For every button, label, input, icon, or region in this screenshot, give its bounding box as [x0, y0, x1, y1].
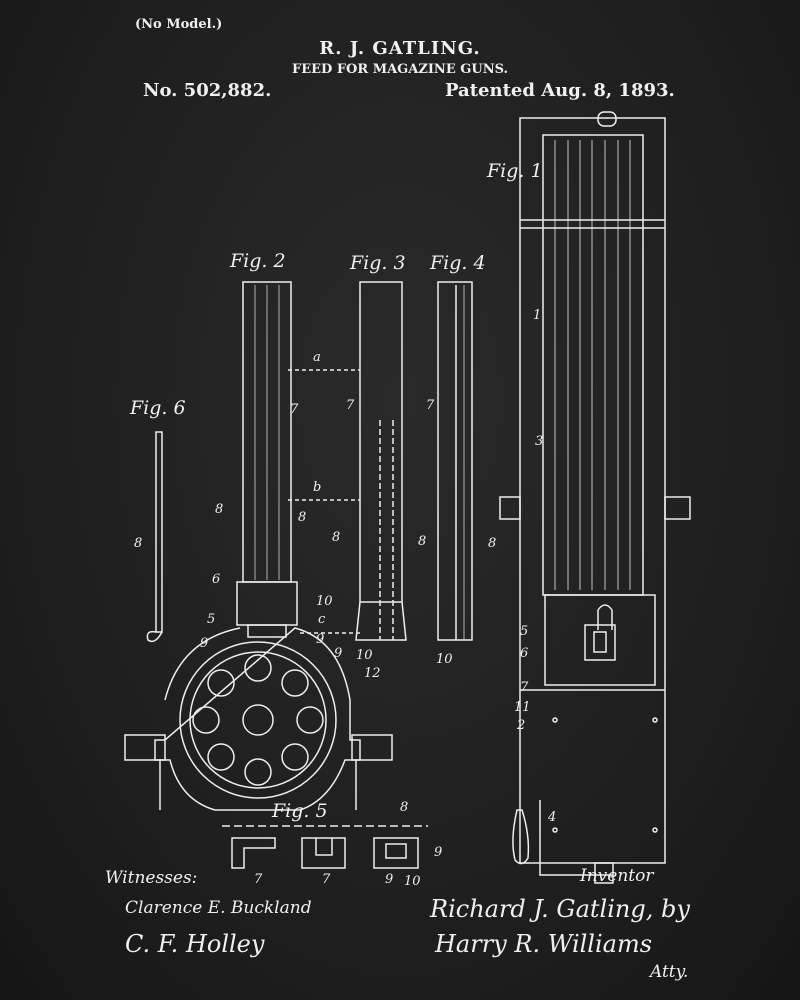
ref-10-fig5: 10 — [404, 874, 421, 889]
fig1-gun-barrel-assembly — [499, 111, 691, 884]
fig5-cross-sections — [222, 825, 428, 869]
ref-6-fig2: 6 — [212, 572, 221, 587]
ref-7-fig5a: 7 — [254, 872, 263, 887]
no-model-note: (No Model.) — [135, 17, 223, 32]
ref-4: 4 — [548, 810, 557, 825]
witnesses-label: Witnesses: — [105, 868, 198, 888]
witness-signature-1: Clarence E. Buckland — [125, 898, 312, 918]
fig5-label: Fig. 5 — [272, 800, 328, 822]
patent-number: No. 502,882. — [143, 80, 272, 101]
ref-7: 7 — [520, 680, 529, 695]
ref-9-fig2: 9 — [200, 636, 209, 651]
patent-title: FEED FOR MAGAZINE GUNS. — [291, 62, 509, 77]
ref-10-fig3: 10 — [356, 648, 373, 663]
ref-11: 11 — [514, 700, 531, 715]
fig1-label: Fig. 1 — [487, 160, 543, 182]
inventor-name-heading: R. J. GATLING. — [319, 38, 481, 59]
fig2-label: Fig. 2 — [230, 250, 286, 272]
inventor-signature: Richard J. Gatling, by — [430, 895, 690, 923]
attorney-suffix: Atty. — [650, 962, 689, 982]
ref-3: 3 — [535, 434, 544, 449]
ref-8-fig5: 8 — [400, 800, 409, 815]
ref-9-fig5: 9 — [385, 872, 394, 887]
patent-date: Patented Aug. 8, 1893. — [445, 80, 675, 101]
ref-b: b — [313, 480, 322, 495]
ref-c: c — [318, 612, 326, 627]
fig4-tube-section — [437, 281, 473, 641]
ref-a: a — [313, 350, 321, 365]
ref-12: 12 — [364, 666, 381, 681]
ref-8-fig3: 8 — [332, 530, 341, 545]
ref-7-fig3: 7 — [346, 398, 355, 413]
ref-8-right: 8 — [298, 510, 307, 525]
fig2-feed-tube-drum — [124, 281, 393, 811]
ref-9-fig3: 9 — [334, 646, 343, 661]
ref-9b-fig2: 9 — [316, 632, 325, 647]
ref-5-fig2: 5 — [207, 612, 216, 627]
ref-8-fig3b: 8 — [418, 534, 427, 549]
fig4-label: Fig. 4 — [430, 252, 486, 274]
inventor-label: Inventor — [580, 866, 654, 886]
ref-9b-fig5: 9 — [434, 845, 443, 860]
ref-10-fig4: 10 — [436, 652, 453, 667]
fig3-label: Fig. 3 — [350, 252, 406, 274]
ref-8-fig4: 8 — [488, 536, 497, 551]
ref-6: 6 — [520, 646, 529, 661]
ref-7-fig4: 7 — [426, 398, 435, 413]
ref-1: 1 — [533, 308, 542, 323]
fig3-tube-section — [355, 281, 407, 641]
ref-10-fig2: 10 — [316, 594, 333, 609]
ref-5: 5 — [520, 624, 529, 639]
witness-signature-2: C. F. Holley — [125, 930, 265, 958]
ref-7-fig5b: 7 — [322, 872, 331, 887]
ref-7-fig2: 7 — [290, 402, 299, 417]
fig6-label: Fig. 6 — [130, 397, 186, 419]
ref-8-fig6: 8 — [134, 536, 143, 551]
ref-8-left: 8 — [215, 502, 224, 517]
ref-2: 2 — [517, 718, 526, 733]
fig6-rod — [146, 431, 163, 643]
attorney-signature: Harry R. Williams — [435, 930, 653, 958]
